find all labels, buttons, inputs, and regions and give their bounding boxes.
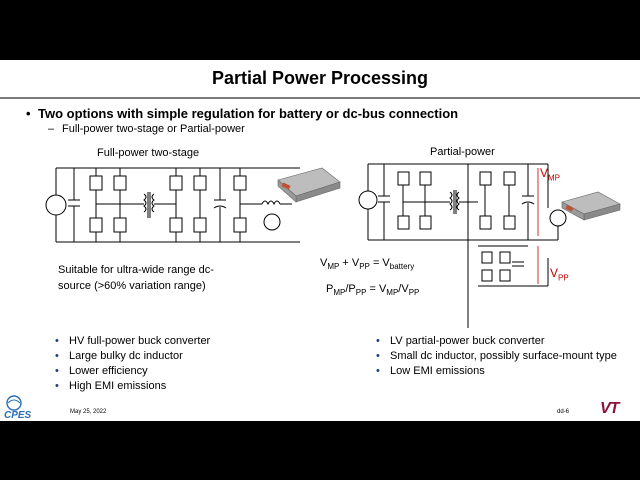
battery-pack-icon (561, 191, 621, 221)
list-item: Lower efficiency (55, 364, 315, 379)
title-divider (0, 97, 640, 99)
power-equation: PMP/PPP = VMP/VPP (326, 283, 420, 298)
footer-page-number: dd-6 (557, 409, 570, 415)
battery-pack-icon (277, 167, 341, 203)
slide-title: Partial Power Processing (211, 68, 429, 88)
list-item: High EMI emissions (55, 379, 315, 394)
vpp-label: VPP (550, 266, 569, 283)
partial-power-circuit-diagram (358, 163, 621, 328)
list-item: LV partial-power buck converter (376, 334, 626, 349)
right-circuit-caption: Partial-power (430, 146, 495, 158)
list-item: Large bulky dc inductor (55, 349, 315, 364)
main-bullet-text: Two options with simple regulation for b… (38, 106, 459, 121)
list-item: HV full-power buck converter (55, 334, 315, 349)
full-power-list: HV full-power buck converter Large bulky… (55, 334, 315, 394)
main-bullet: •Two options with simple regulation for … (26, 106, 459, 121)
left-circuit-caption: Full-power two-stage (97, 147, 200, 159)
wide-range-note: Suitable for ultra-wide range dc- source… (58, 264, 214, 292)
vt-logo: VT (600, 400, 619, 417)
full-power-circuit-diagram (45, 167, 341, 243)
list-item: Small dc inductor, possibly surface-moun… (376, 349, 626, 364)
list-item: Low EMI emissions (376, 364, 626, 379)
svg-text:CPES: CPES (4, 410, 32, 421)
voltage-equation: VMP + VPP = Vbattery (320, 257, 415, 272)
slide: Partial Power Processing •Two options wi… (0, 60, 640, 421)
cpes-logo: CPES (4, 395, 32, 421)
sub-bullet-text: Full-power two-stage or Partial-power (62, 123, 245, 135)
partial-power-list: LV partial-power buck converter Small dc… (376, 334, 626, 379)
sub-bullet: –Full-power two-stage or Partial-power (48, 123, 245, 135)
footer-date: May 25, 2022 (70, 409, 107, 415)
vmp-label: VMP (540, 166, 561, 183)
